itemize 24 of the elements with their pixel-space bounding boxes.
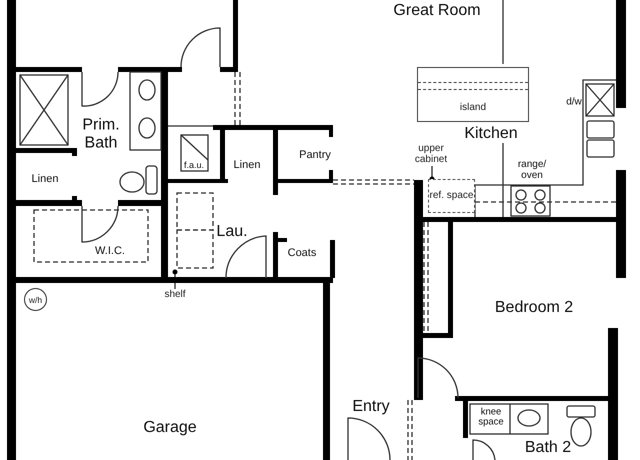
note-label: upper cabinet xyxy=(408,144,454,165)
room-label: Garage xyxy=(143,419,197,437)
room-label: W.I.C. xyxy=(95,244,125,258)
fixture-label: f.a.u. xyxy=(184,161,204,171)
room-label: Pantry xyxy=(299,148,331,162)
water-heater-circle: w/h xyxy=(24,288,47,311)
room-label: Linen xyxy=(234,158,260,172)
kitchen-island: island xyxy=(417,67,529,122)
room-label: Linen xyxy=(32,172,58,186)
room-label: Prim. Bath xyxy=(81,116,121,152)
appliance-space: ref. space xyxy=(428,179,475,213)
note-label: shelf xyxy=(160,290,190,300)
leader-line xyxy=(172,270,178,290)
room-label: Lau. xyxy=(216,223,248,241)
room-label: Entry xyxy=(352,398,390,416)
room-label: Bath 2 xyxy=(524,439,572,457)
leader-line xyxy=(430,166,434,182)
room-label: Coats xyxy=(288,246,316,260)
fixture-label: d/w xyxy=(566,96,582,108)
room-label: Kitchen xyxy=(464,125,518,143)
room-label: Bedroom 2 xyxy=(494,299,574,317)
room-label: Great Room xyxy=(393,2,481,20)
fixture-label: range/ oven xyxy=(516,159,548,181)
fixture-label: knee space xyxy=(477,408,505,428)
